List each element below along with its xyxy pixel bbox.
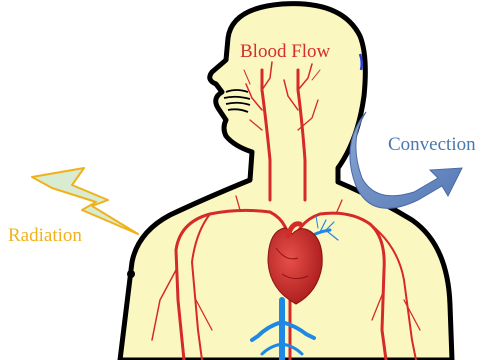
radiation-label: Radiation: [8, 225, 82, 246]
convection-label: Convection: [388, 134, 476, 155]
curved-arrow-icon: [350, 112, 462, 208]
shoulder-dot: [127, 270, 135, 278]
blood-flow-label: Blood Flow: [240, 41, 331, 62]
